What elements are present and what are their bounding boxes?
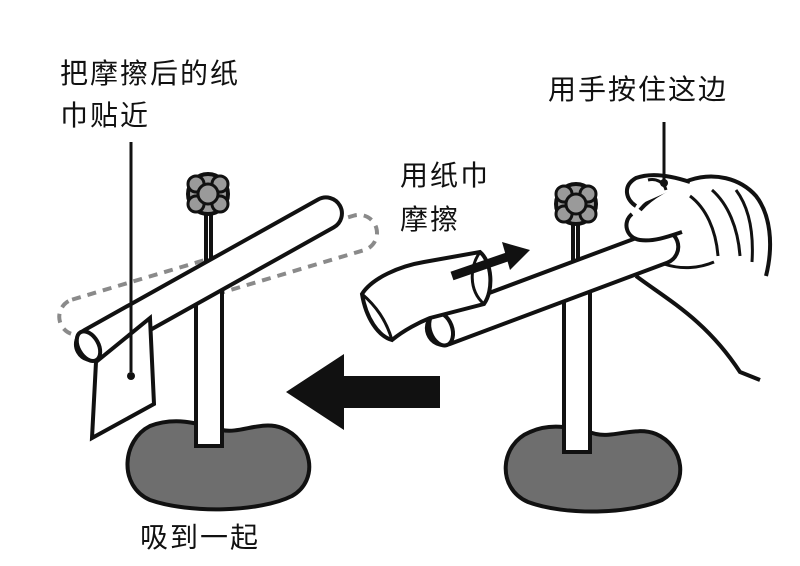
- label-rub-line1: 用纸巾: [400, 159, 491, 192]
- holding-hand: [624, 173, 773, 382]
- label-rub-line2: 摩擦: [400, 203, 461, 236]
- left-stand-post: [194, 284, 224, 448]
- left-pin-knob: [186, 172, 230, 216]
- right-straw: [424, 227, 681, 348]
- transition-arrow: [286, 354, 440, 430]
- label-paper-near-line1: 把摩擦后的纸: [60, 57, 241, 90]
- label-stick-together: 吸到一起: [140, 521, 261, 554]
- right-pin-knob: [554, 182, 598, 226]
- label-paper-near-line2: 巾贴近: [60, 99, 151, 132]
- left-straw: [73, 195, 344, 363]
- right-clay-base: [503, 424, 683, 514]
- right-stand-post: [562, 288, 592, 454]
- rubbing-direction-arrow: [450, 242, 530, 281]
- label-hold-here: 用手按住这边: [548, 73, 729, 106]
